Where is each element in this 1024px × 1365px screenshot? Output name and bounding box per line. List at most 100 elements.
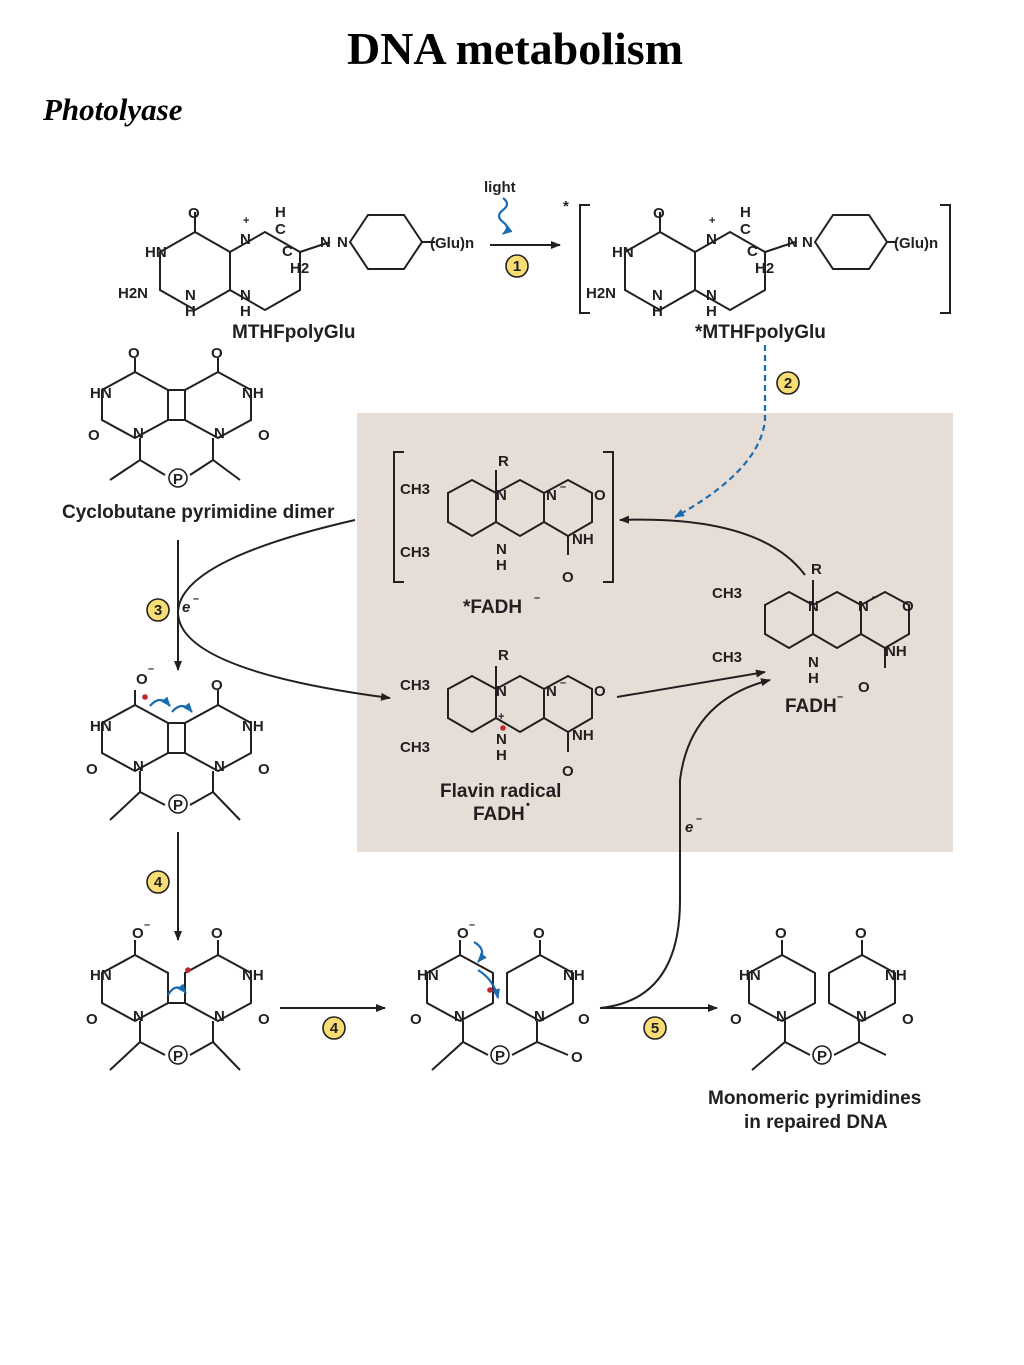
svg-text:O: O	[562, 569, 574, 586]
svg-text:R: R	[498, 453, 509, 470]
svg-text:N: N	[496, 731, 507, 748]
svg-text:O: O	[594, 487, 606, 504]
svg-text:FADH: FADH	[473, 804, 525, 825]
fadh-excited-molecule: R CH3 CH3 N N – O NH N H O	[400, 453, 606, 586]
svg-text:O: O	[88, 427, 100, 444]
svg-text:H: H	[275, 204, 286, 221]
svg-text:P: P	[173, 1048, 183, 1065]
dimer-label: Cyclobutane pyrimidine dimer	[62, 502, 335, 523]
svg-text:–: –	[696, 813, 702, 825]
svg-text:O: O	[578, 1011, 590, 1028]
fadh-bracket-left	[393, 451, 404, 583]
step-1-badge: 1	[505, 254, 529, 278]
svg-text:N: N	[496, 487, 507, 504]
svg-text:H: H	[740, 204, 751, 221]
svg-text:O: O	[211, 677, 223, 694]
svg-text:P: P	[173, 471, 183, 488]
svg-text:P: P	[817, 1048, 827, 1065]
step2-dashed-arrow	[674, 345, 767, 518]
fadh-bracket-right	[603, 451, 614, 583]
svg-text:–: –	[872, 591, 878, 603]
svg-text:O: O	[258, 1011, 270, 1028]
svg-text:N: N	[776, 1008, 787, 1025]
svg-text:N: N	[652, 287, 663, 304]
fadh-reexcite-arrow	[619, 515, 806, 576]
svg-text:C: C	[275, 221, 286, 238]
svg-text:N: N	[856, 1008, 867, 1025]
svg-text:N: N	[706, 231, 717, 248]
svg-text:O: O	[902, 598, 914, 615]
svg-text:–: –	[144, 919, 150, 931]
svg-text:N: N	[133, 425, 144, 442]
svg-text:5: 5	[651, 1020, 659, 1037]
svg-text:N: N	[496, 541, 507, 558]
svg-text:3: 3	[154, 602, 162, 619]
svg-text:O: O	[86, 1011, 98, 1028]
svg-text:C: C	[740, 221, 751, 238]
svg-text:+: +	[498, 711, 504, 723]
svg-text:NH: NH	[885, 967, 907, 984]
svg-text:CH3: CH3	[400, 481, 430, 498]
svg-text:HN: HN	[90, 718, 112, 735]
svg-text:H: H	[808, 670, 819, 687]
svg-text:H: H	[185, 303, 196, 320]
svg-text:O: O	[86, 761, 98, 778]
svg-text:H2N: H2N	[118, 285, 148, 302]
svg-text:P: P	[173, 797, 183, 814]
svg-text:–: –	[193, 593, 199, 605]
monomeric-pyrimidines: P O O HN NH O N N O	[730, 925, 914, 1071]
svg-text:e: e	[182, 599, 190, 616]
svg-text:N: N	[858, 598, 869, 615]
svg-text:CH3: CH3	[400, 677, 430, 694]
svg-text:4: 4	[154, 874, 163, 891]
svg-text:NH: NH	[242, 385, 264, 402]
svg-text:H2N: H2N	[586, 285, 616, 302]
svg-text:NH: NH	[572, 727, 594, 744]
flavin-radical-molecule: R CH3 CH3 N N – O NH + N H O	[400, 647, 606, 780]
svg-text:N: N	[240, 231, 251, 248]
svg-text:NH: NH	[885, 643, 907, 660]
svg-text:N: N	[185, 287, 196, 304]
svg-text:N: N	[546, 487, 557, 504]
svg-text:CH3: CH3	[712, 649, 742, 666]
svg-text:CH3: CH3	[712, 585, 742, 602]
excited-star: *	[563, 198, 569, 215]
svg-text:+: +	[709, 215, 715, 227]
monomeric-label-line2: in repaired DNA	[744, 1112, 888, 1133]
step-3-badge: 3	[146, 598, 170, 622]
monomeric-label-line1: Monomeric pyrimidines	[708, 1088, 921, 1109]
cyclobutane-dimer: P O O HN NH O N N O	[88, 345, 270, 488]
svg-text:HN: HN	[145, 244, 167, 261]
svg-text:HN: HN	[612, 244, 634, 261]
svg-text:H: H	[496, 747, 507, 764]
mthf-label: MTHFpolyGlu	[232, 322, 355, 343]
page-subtitle: Photolyase	[43, 92, 183, 127]
radical-to-fadh-arrow	[616, 669, 766, 698]
flavin-panel	[357, 413, 953, 852]
svg-text:O: O	[775, 925, 787, 942]
fadh-radical-label: FADH •	[473, 799, 530, 825]
svg-text:N: N	[787, 234, 798, 251]
svg-text:N: N	[496, 683, 507, 700]
svg-text:N: N	[133, 758, 144, 775]
svg-text:N: N	[214, 1008, 225, 1025]
svg-text:CH3: CH3	[400, 739, 430, 756]
svg-text:N: N	[802, 234, 813, 251]
svg-text:HN: HN	[90, 385, 112, 402]
svg-text:NH: NH	[242, 967, 264, 984]
svg-text:N: N	[214, 758, 225, 775]
electron-label-step5: e –	[685, 813, 702, 836]
svg-text:NH: NH	[242, 718, 264, 735]
intermediate-one-bond: P O – O HN NH O N N O	[86, 919, 270, 1071]
svg-text:4: 4	[330, 1020, 339, 1037]
svg-text:H: H	[496, 557, 507, 574]
svg-text:O: O	[653, 205, 665, 222]
mthf-excited-molecule: O HN H2N N H N H N + H C C H2 N N (Glu)n	[586, 204, 938, 320]
svg-text:O: O	[730, 1011, 742, 1028]
svg-text:O: O	[571, 1049, 583, 1066]
svg-text:O: O	[258, 761, 270, 778]
svg-text:H: H	[706, 303, 717, 320]
svg-text:–: –	[560, 481, 566, 493]
bracket-right	[940, 204, 951, 314]
